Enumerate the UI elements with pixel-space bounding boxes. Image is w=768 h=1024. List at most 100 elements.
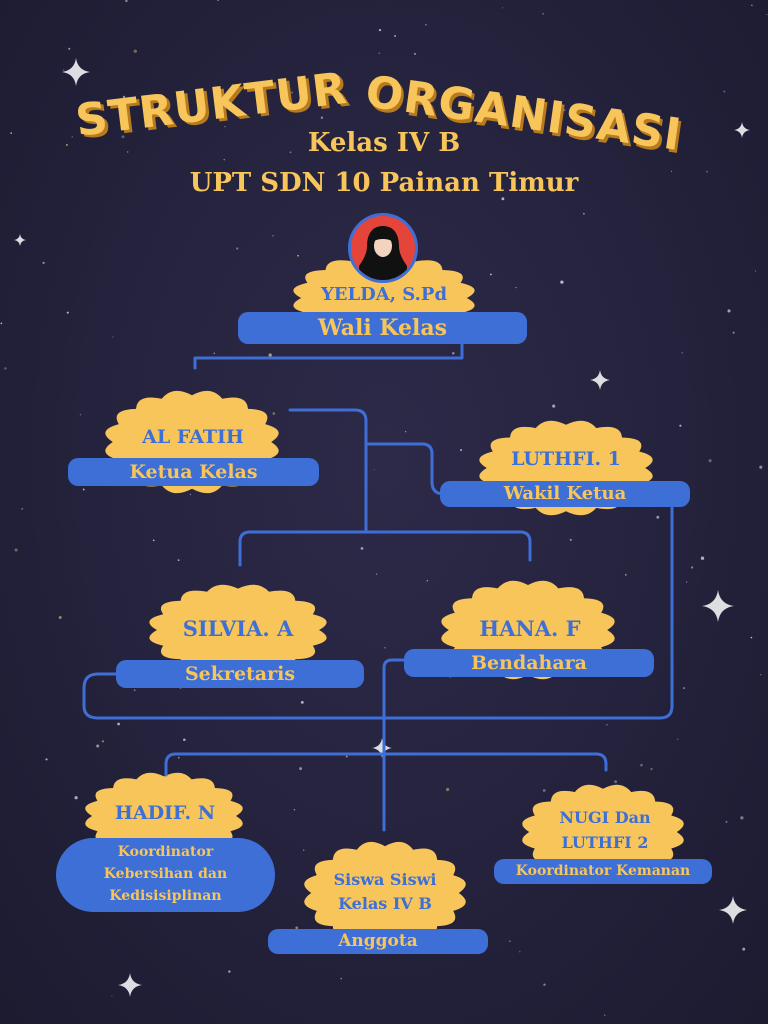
star-dot	[297, 254, 299, 257]
sparkle-star-icon	[719, 896, 747, 924]
star-dot	[740, 816, 744, 820]
star-dot	[725, 820, 728, 823]
star-dot	[582, 212, 585, 215]
star-dot	[681, 352, 683, 354]
star-dot	[751, 4, 753, 6]
star-dot	[302, 849, 305, 851]
connector-bendahara-down	[382, 658, 406, 832]
star-dot	[766, 13, 768, 16]
star-dot	[375, 573, 378, 575]
ketua-name: AL FATIH	[142, 426, 244, 448]
star-dot	[177, 559, 180, 562]
star-dot	[320, 116, 324, 119]
star-dot	[640, 763, 643, 767]
wakil-role: Wakil Ketua	[503, 483, 627, 504]
sekretaris-role-bar: Sekretaris	[116, 660, 364, 688]
star-dot	[426, 580, 428, 582]
star-dot	[387, 78, 391, 82]
star-dot	[133, 689, 136, 692]
sparkle-star-icon	[118, 973, 142, 997]
burst-sekretaris	[149, 584, 327, 676]
connector-wali-down	[193, 340, 464, 370]
kebersihan-role-line-3: Kedisisiplinan	[109, 888, 222, 904]
star-dot	[360, 547, 364, 550]
sparkle-star-icon	[702, 590, 734, 622]
star-dot	[236, 247, 239, 250]
sparkle-star-icon	[734, 122, 750, 138]
star-dot	[378, 28, 382, 32]
star-dot	[62, 69, 65, 71]
wali-role-bar: Wali Kelas	[238, 312, 527, 344]
star-dot	[340, 977, 342, 980]
wali-avatar	[348, 213, 418, 283]
sparkle-star-icon	[14, 234, 26, 246]
star-dot	[413, 52, 417, 55]
connector-ketua-right	[288, 408, 368, 534]
keamanan-role-bar: Koordinator Kemanan	[494, 859, 712, 884]
star-dot	[21, 507, 24, 510]
bendahara-name: HANA. F	[479, 616, 581, 641]
star-dot	[68, 47, 71, 50]
star-dot	[460, 449, 463, 452]
ketua-role: Ketua Kelas	[129, 461, 258, 483]
anggota-name-line-1: Siswa Siswi	[333, 870, 437, 889]
star-dot	[295, 926, 299, 930]
connector-to-wakil	[364, 442, 446, 496]
sparkle-star-icon	[554, 104, 566, 116]
star-dot	[14, 548, 18, 552]
star-dot	[754, 270, 757, 272]
star-dot	[228, 970, 231, 973]
star-dot	[224, 125, 226, 128]
star-dot	[501, 197, 505, 201]
star-dot	[79, 413, 82, 416]
star-dot	[515, 286, 517, 289]
star-dot	[384, 647, 386, 649]
star-dot	[45, 758, 48, 761]
star-dot	[468, 121, 471, 123]
star-dot	[4, 367, 7, 370]
burst-keamanan	[522, 784, 684, 880]
star-dot	[216, 0, 220, 2]
kebersihan-role-bar: Koordinator Kebersihan dan Kedisisiplina…	[56, 838, 275, 912]
star-dot	[552, 404, 556, 408]
star-dot	[677, 738, 679, 740]
star-dot	[96, 744, 100, 748]
star-dot	[300, 701, 304, 704]
burst-anggota	[304, 841, 466, 945]
star-dot	[82, 488, 85, 491]
bendahara-role: Bendahara	[470, 652, 587, 674]
anggota-name-line-2: Kelas IV B	[338, 894, 432, 913]
star-dot	[42, 261, 45, 264]
star-dot	[706, 170, 708, 173]
star-dot	[445, 787, 450, 792]
connector-split-row3	[164, 752, 608, 777]
star-dot	[289, 151, 292, 154]
keamanan-name-line-2: LUTHFI 2	[561, 833, 649, 852]
star-dot	[569, 538, 572, 542]
star-dot	[759, 465, 763, 469]
star-dot	[213, 352, 216, 355]
star-dot	[560, 280, 564, 284]
star-dot	[345, 755, 348, 758]
star-dot	[0, 322, 3, 325]
person-avatar-icon	[359, 226, 407, 280]
wakil-name: LUTHFI. 1	[511, 448, 621, 470]
star-dot	[58, 615, 62, 620]
sparkle-star-icon	[62, 58, 90, 86]
star-dot	[74, 796, 78, 800]
wali-name: YELDA, S.Pd	[320, 284, 448, 305]
class-subtitle: Kelas IV B	[307, 128, 461, 158]
anggota-role: Anggota	[338, 931, 418, 951]
ketua-role-bar: Ketua Kelas	[68, 458, 319, 486]
star-dot	[183, 738, 186, 742]
keamanan-role: Koordinator Kemanan	[515, 863, 691, 879]
star-dot	[112, 336, 114, 338]
star-dot	[336, 75, 340, 79]
star-dot	[122, 95, 126, 99]
star-dot	[656, 515, 660, 519]
star-dot	[732, 331, 735, 334]
star-dot	[425, 23, 427, 26]
star-dot	[177, 756, 180, 759]
star-dot	[679, 424, 682, 427]
bendahara-role-bar: Bendahara	[404, 649, 654, 677]
